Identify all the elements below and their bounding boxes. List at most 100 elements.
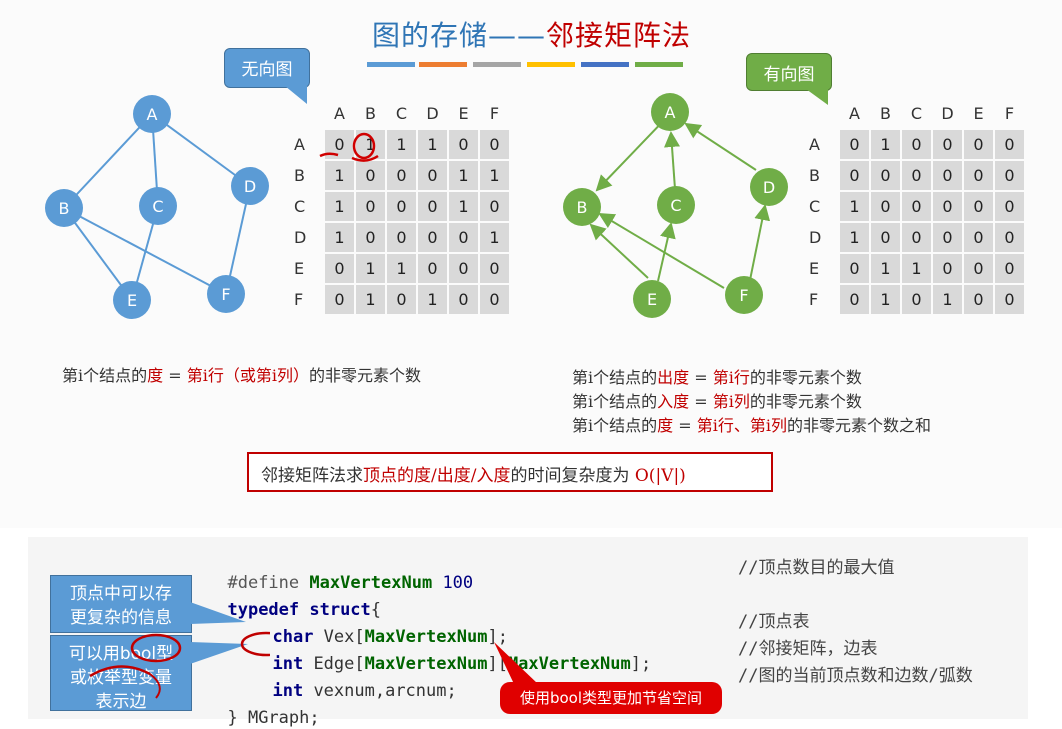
dnode-d — [750, 168, 788, 206]
matrix-row: F 0 1 0 1 0 0 — [290, 283, 511, 316]
node-b-label: B — [59, 199, 70, 218]
row-header: A — [294, 135, 305, 154]
arc-e-b — [589, 223, 649, 279]
matrix-cell: 0 — [478, 128, 511, 161]
row-header: E — [294, 259, 305, 278]
matrix-cell: 0 — [416, 252, 449, 285]
node-c-label: C — [152, 197, 163, 216]
matrix-cell: 0 — [416, 190, 449, 223]
node-d — [231, 167, 269, 205]
matrix-cell: 0 — [993, 283, 1026, 316]
matrix-cell: 0 — [962, 190, 995, 223]
color-bar-2 — [419, 62, 467, 67]
matrix-cell: 0 — [993, 159, 1026, 192]
col-header: A — [334, 103, 345, 123]
matrix-cell: 0 — [931, 190, 964, 223]
col-header: E — [458, 103, 469, 123]
matrix-cell: 0 — [993, 252, 1026, 285]
matrix-cell: 0 — [447, 221, 480, 254]
col-header: C — [395, 103, 408, 123]
row-header: B — [294, 166, 305, 185]
matrix-cell: 0 — [931, 128, 964, 161]
matrix-cell: 0 — [478, 283, 511, 316]
pen-annotation — [319, 132, 379, 162]
dnode-c — [657, 186, 695, 224]
node-e-label: E — [127, 291, 137, 310]
arc-f-d — [748, 204, 771, 286]
col-header: F — [1004, 103, 1015, 123]
matrix-cell: 0 — [962, 159, 995, 192]
matrix-cell: 0 — [962, 128, 995, 161]
node-e — [113, 281, 151, 319]
matrix-row: C 1 0 0 0 0 0 — [805, 190, 1026, 223]
node-a — [133, 95, 171, 133]
matrix-cell: 0 — [354, 221, 387, 254]
matrix-row: D 1 0 0 0 0 0 — [805, 221, 1026, 254]
matrix-cell: 0 — [385, 283, 418, 316]
matrix-cell: 1 — [447, 159, 480, 192]
row-header: D — [809, 228, 822, 247]
matrix-cell: 0 — [354, 190, 387, 223]
row-header: D — [294, 228, 307, 247]
callout-undirected-label: 无向图 — [241, 60, 293, 80]
code-line-5: int vexnum,arcnum; — [272, 681, 457, 701]
matrix-row: C 1 0 0 0 1 0 — [290, 190, 511, 223]
matrix-row: A 0 1 0 0 0 0 — [805, 128, 1026, 161]
directed-degree-notes: 第i个结点的出度 = 第i行的非零元素个数 第i个结点的入度 = 第i列的非零元… — [572, 366, 931, 438]
matrix-cell: 0 — [478, 252, 511, 285]
edge-ab — [63, 113, 153, 209]
page-title: 图的存储——邻接矩阵法 — [372, 14, 702, 54]
color-bar-1 — [367, 62, 415, 67]
indegree-note: 第i个结点的入度 = 第i列的非零元素个数 — [572, 392, 862, 411]
matrix-cell: 0 — [993, 190, 1026, 223]
callout-undirected-tail — [285, 86, 307, 104]
color-bar-3 — [473, 62, 521, 67]
matrix-cell: 0 — [838, 283, 871, 316]
matrix-cell: 0 — [385, 190, 418, 223]
title-prefix: 图的存储—— — [372, 19, 547, 52]
dnode-e-label: E — [647, 290, 657, 309]
matrix-cell: 1 — [931, 283, 964, 316]
dnode-f-label: F — [739, 286, 748, 305]
matrix-cell: 0 — [931, 252, 964, 285]
dnode-c-label: C — [670, 196, 681, 215]
matrix-cell: 0 — [931, 159, 964, 192]
col-header: D — [426, 103, 439, 123]
matrix-cell: 0 — [323, 252, 356, 285]
matrix-cell: 1 — [354, 252, 387, 285]
title-highlight: 邻接矩阵法 — [546, 19, 692, 52]
callout-bool-tail — [190, 642, 248, 664]
matrix-cell: 1 — [354, 283, 387, 316]
matrix-cell: 0 — [900, 283, 933, 316]
matrix-cell: 1 — [323, 159, 356, 192]
matrix-cell: 0 — [962, 283, 995, 316]
dnode-f — [725, 276, 763, 314]
matrix-row: E 0 1 1 0 0 0 — [290, 252, 511, 285]
matrix-row: B 0 0 0 0 0 0 — [805, 159, 1026, 192]
matrix-cell: 0 — [931, 221, 964, 254]
matrix-row: B 1 0 0 0 1 1 — [290, 159, 511, 192]
matrix-cell: 0 — [838, 159, 871, 192]
row-header: C — [809, 197, 821, 216]
dnode-b — [563, 188, 601, 226]
col-header: E — [973, 103, 984, 123]
edge-ad — [151, 113, 251, 187]
dnode-a-label: A — [665, 103, 676, 122]
matrix-cell: 0 — [323, 283, 356, 316]
matrix-cell: 0 — [993, 221, 1026, 254]
matrix-cell: 0 — [354, 159, 387, 192]
matrix-cell: 1 — [385, 252, 418, 285]
matrix-row: D 1 0 0 0 0 1 — [290, 221, 511, 254]
matrix-cell: 1 — [323, 190, 356, 223]
matrix-cell: 0 — [447, 252, 480, 285]
matrix-cell: 1 — [838, 190, 871, 223]
directed-graph: A B C D E F — [563, 93, 788, 318]
matrix-cell: 1 — [385, 128, 418, 161]
matrix-cell: 1 — [416, 283, 449, 316]
color-bar-6 — [635, 62, 683, 67]
matrix-cell: 1 — [323, 221, 356, 254]
matrix-cell: 1 — [838, 221, 871, 254]
matrix-cell: 0 — [838, 128, 871, 161]
callout-directed: 有向图 — [746, 53, 832, 91]
node-d-label: D — [244, 177, 256, 196]
